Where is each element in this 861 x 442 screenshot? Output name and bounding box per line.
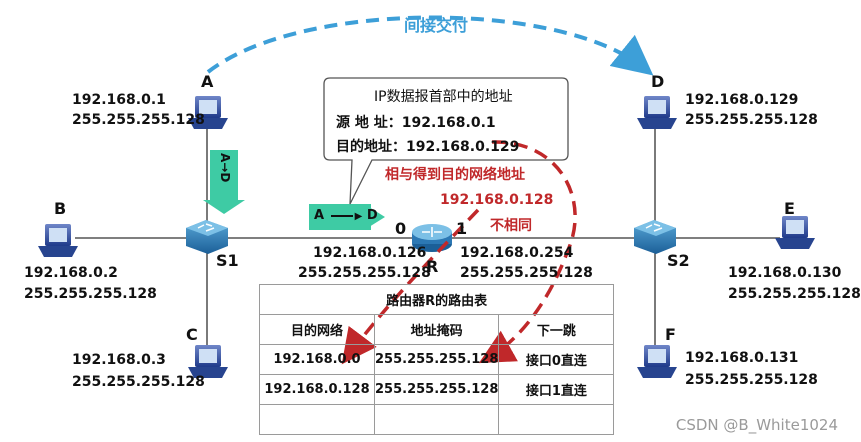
callout-dst-value: 192.168.0.129 [406,139,520,155]
host-e-name: E [784,199,795,218]
host-f-mask: 255.255.255.128 [685,372,818,388]
horizontal-arrow-shaft [330,214,353,217]
horizontal-arrow-from: A [314,208,325,223]
switch-s1-icon [186,220,228,254]
routing-table-header-nexthop: 下一跳 [498,314,615,345]
horizontal-packet-arrow [309,204,385,230]
indirect-delivery-arrow [206,15,654,76]
routing-table-cell: 接口0直连 [498,344,615,375]
router-port0-label: 0 [395,219,407,238]
routing-table-cell [498,404,615,435]
switch-s2-icon [634,220,676,254]
switch-s2-label: S2 [667,251,690,270]
host-b-name: B [54,199,67,218]
callout-title: IP数据报首部中的地址 [374,89,513,105]
indirect-delivery-label: 间接交付 [404,16,469,35]
routing-table-cell [373,404,500,435]
routing-table-header-mask: 地址掩码 [373,314,500,345]
pc-d-icon [637,96,677,129]
vertical-arrow-label: A→D [218,153,232,183]
and-result-label: 相与得到目的网络地址 [385,167,525,183]
callout-src-label: 源 地 址： [336,115,402,131]
host-c-name: C [186,325,198,344]
routing-table-header-dest: 目的网络 [259,314,375,345]
not-same-arrow [341,208,480,365]
host-a-ip: 192.168.0.1 [72,92,166,108]
callout-src: 源 地 址：192.168.0.1 [336,112,496,132]
pc-f-icon [637,345,677,378]
routing-table-cell: 接口1直连 [498,374,615,405]
horizontal-arrow-label: A ▶ D [314,208,378,223]
host-d-ip: 192.168.0.129 [685,92,799,108]
routing-table-cell: 255.255.255.128 [373,374,500,405]
callout-dst-label: 目的地址： [336,139,406,155]
pc-b-icon [38,224,78,257]
table-row [259,404,615,435]
pc-a-icon [188,96,228,129]
routing-table: 路由器R的路由表 目的网络 地址掩码 下一跳 192.168.0.0 255.2… [258,284,615,435]
routing-table-cell [259,404,375,435]
host-c-ip: 192.168.0.3 [72,352,166,368]
net-addr-label: 192.168.0.128 [440,192,554,208]
watermark: CSDN @B_White1024 [675,416,838,434]
router-name-label: R [426,257,439,276]
routing-table-cell: 255.255.255.128 [373,344,500,375]
callout-box [323,77,569,205]
pc-c-icon [188,345,228,378]
routing-table-title: 路由器R的路由表 [258,284,615,315]
host-d-name: D [651,72,665,91]
router-if0-ip: 192.168.0.126 [313,245,427,261]
switch-s1-label: S1 [216,251,239,270]
pc-e-icon [775,216,815,249]
host-c-mask: 255.255.255.128 [72,374,205,390]
horizontal-arrow-head: ▶ [354,211,363,222]
host-b-mask: 255.255.255.128 [24,286,157,302]
host-b-ip: 192.168.0.2 [24,265,118,281]
table-row: 192.168.0.0 255.255.255.128 接口0直连 [259,344,615,375]
routing-table-cell: 192.168.0.128 [259,374,375,405]
not-same-label: 不相同 [490,218,532,234]
callout-dst: 目的地址：192.168.0.129 [336,136,519,156]
horizontal-arrow-to: D [366,208,378,223]
router-port1-label: 1 [456,219,468,238]
and-operation-arrow [478,140,577,364]
host-a-mask: 255.255.255.128 [72,112,205,128]
host-f-name: F [665,325,676,344]
host-e-mask: 255.255.255.128 [728,286,861,302]
vertical-arrow-text: A→D [218,153,232,183]
router-if1-mask: 255.255.255.128 [460,265,593,281]
router-if1-ip: 192.168.0.254 [460,245,574,261]
host-a-name: A [201,72,214,91]
router-if0-mask: 255.255.255.128 [298,265,431,281]
links [75,128,780,345]
table-row: 192.168.0.128 255.255.255.128 接口1直连 [259,374,615,405]
host-f-ip: 192.168.0.131 [685,350,799,366]
host-d-mask: 255.255.255.128 [685,112,818,128]
vertical-packet-arrow [203,150,245,214]
callout-src-value: 192.168.0.1 [401,115,496,131]
host-e-ip: 192.168.0.130 [728,265,842,281]
routing-table-cell: 192.168.0.0 [259,344,375,375]
